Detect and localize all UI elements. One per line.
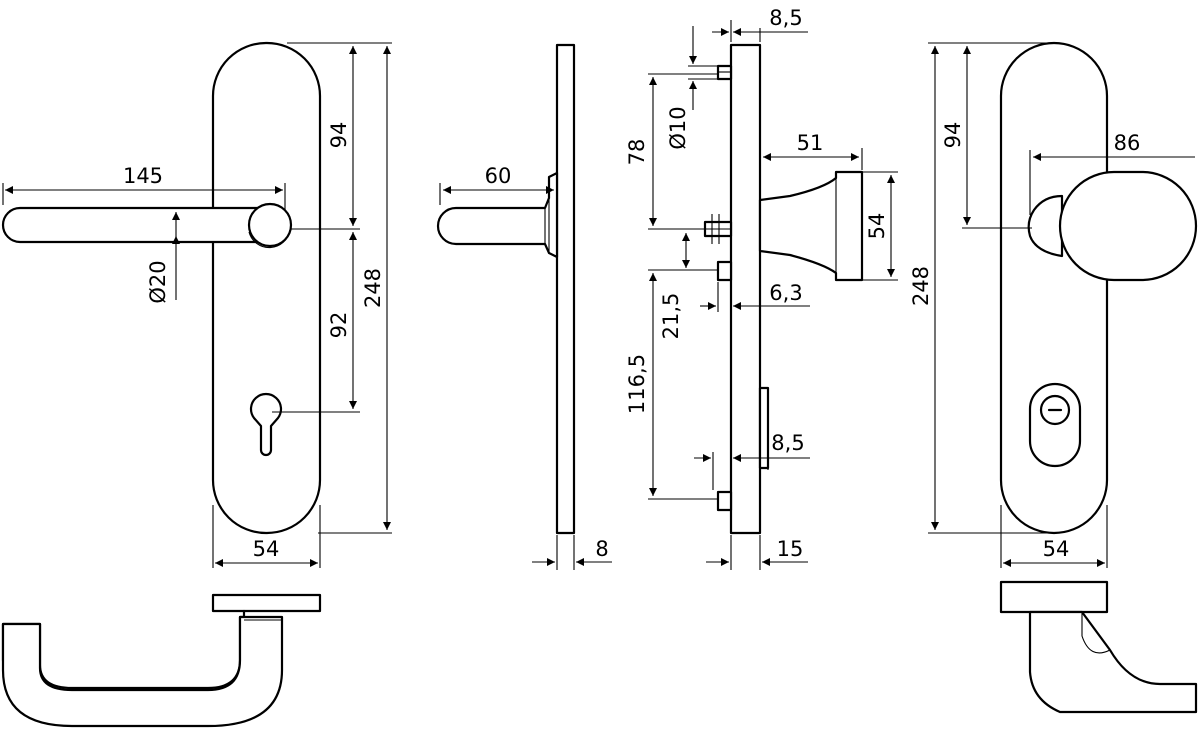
label-section-total-thickness: 15 xyxy=(777,537,804,561)
side-lever xyxy=(436,171,559,259)
top-view-lever xyxy=(1,593,322,728)
dim-section-upper-spacing: 78 xyxy=(625,73,718,230)
label-section-knob-projection: 51 xyxy=(797,131,824,155)
label-section-top-offset: 8,5 xyxy=(769,6,802,30)
dim-rear-knob-projection: 86 xyxy=(1029,131,1195,215)
dim-section-total-thickness: 15 xyxy=(706,535,808,570)
dim-section-knob-projection: 51 xyxy=(763,131,863,170)
section-cylinder-cover xyxy=(758,386,770,470)
dim-section-lower-spacing: 116,5 xyxy=(625,269,718,500)
label-section-upper-spacing: 78 xyxy=(625,139,649,166)
label-rear-plate-height: 248 xyxy=(909,266,933,306)
label-rear-plate-width: 54 xyxy=(1043,537,1070,561)
label-front-lower-distance: 92 xyxy=(327,312,351,339)
label-section-gap: 21,5 xyxy=(659,293,683,340)
top-view-rear xyxy=(999,580,1198,714)
label-front-lever-length: 145 xyxy=(123,164,163,188)
label-section-pin-diameter: Ø10 xyxy=(666,106,690,149)
section-screw xyxy=(694,214,733,244)
dim-section-knob-diameter: 54 xyxy=(862,171,898,281)
side-plate xyxy=(555,43,576,535)
label-rear-upper-distance: 94 xyxy=(941,122,965,149)
section-plate xyxy=(729,43,762,535)
side-view: 60 8 xyxy=(436,43,612,570)
label-rear-knob-projection: 86 xyxy=(1114,131,1141,155)
label-section-inner-offset: 6,3 xyxy=(769,281,802,305)
dim-section-pin-diameter: Ø10 xyxy=(666,26,718,150)
section-view: 8,5 Ø10 78 51 54 xyxy=(625,6,898,570)
top-rear-plate xyxy=(999,580,1109,614)
top-lever-plate xyxy=(211,593,322,613)
dim-front-lower-distance: 92 xyxy=(327,232,357,409)
label-side-lever-projection: 60 xyxy=(485,164,512,188)
section-lower-pin xyxy=(716,260,733,282)
dim-section-gap: 21,5 xyxy=(659,233,718,339)
label-front-plate-width: 54 xyxy=(253,537,280,561)
dim-section-top-offset: 8,5 xyxy=(712,6,808,42)
rear-view: 248 94 86 54 xyxy=(909,41,1198,568)
label-front-upper-distance: 94 xyxy=(327,122,351,149)
section-knob xyxy=(758,170,864,282)
dim-front-plate-height: 248 xyxy=(361,46,391,530)
dim-rear-plate-width: 54 xyxy=(1000,505,1108,568)
rear-knob xyxy=(1027,170,1198,282)
dim-rear-plate-height: 248 xyxy=(909,42,1050,534)
label-side-plate-thickness: 8 xyxy=(595,537,608,561)
dim-section-inner-offset: 6,3 xyxy=(700,281,810,312)
section-bottom-pin xyxy=(716,490,733,512)
label-section-lower-spacing: 116,5 xyxy=(625,354,649,414)
front-lever xyxy=(1,202,293,249)
dim-side-plate-thickness: 8 xyxy=(532,535,612,570)
front-keyhole xyxy=(249,392,283,457)
front-plate xyxy=(211,41,322,535)
dim-front-rose-diameter: Ø20 xyxy=(146,212,180,304)
top-rear-arm xyxy=(1028,610,1198,714)
label-section-cylinder-offset: 8,5 xyxy=(771,431,804,455)
dim-section-cylinder-offset: 8,5 xyxy=(694,431,810,490)
dim-front-plate-width: 54 xyxy=(212,505,321,568)
label-front-rose-diameter: Ø20 xyxy=(146,260,170,303)
section-top-pin xyxy=(716,64,733,81)
dim-front-upper-distance: 94 xyxy=(327,46,357,226)
label-section-knob-diameter: 54 xyxy=(865,213,889,240)
dim-rear-upper-distance: 94 xyxy=(941,46,1032,229)
dim-side-lever-projection: 60 xyxy=(439,164,554,205)
front-view: 145 Ø20 94 92 248 54 xyxy=(1,41,392,568)
rear-cylinder xyxy=(1028,382,1082,468)
dim-front-lever-length: 145 xyxy=(2,164,286,210)
label-front-plate-height: 248 xyxy=(361,268,385,308)
